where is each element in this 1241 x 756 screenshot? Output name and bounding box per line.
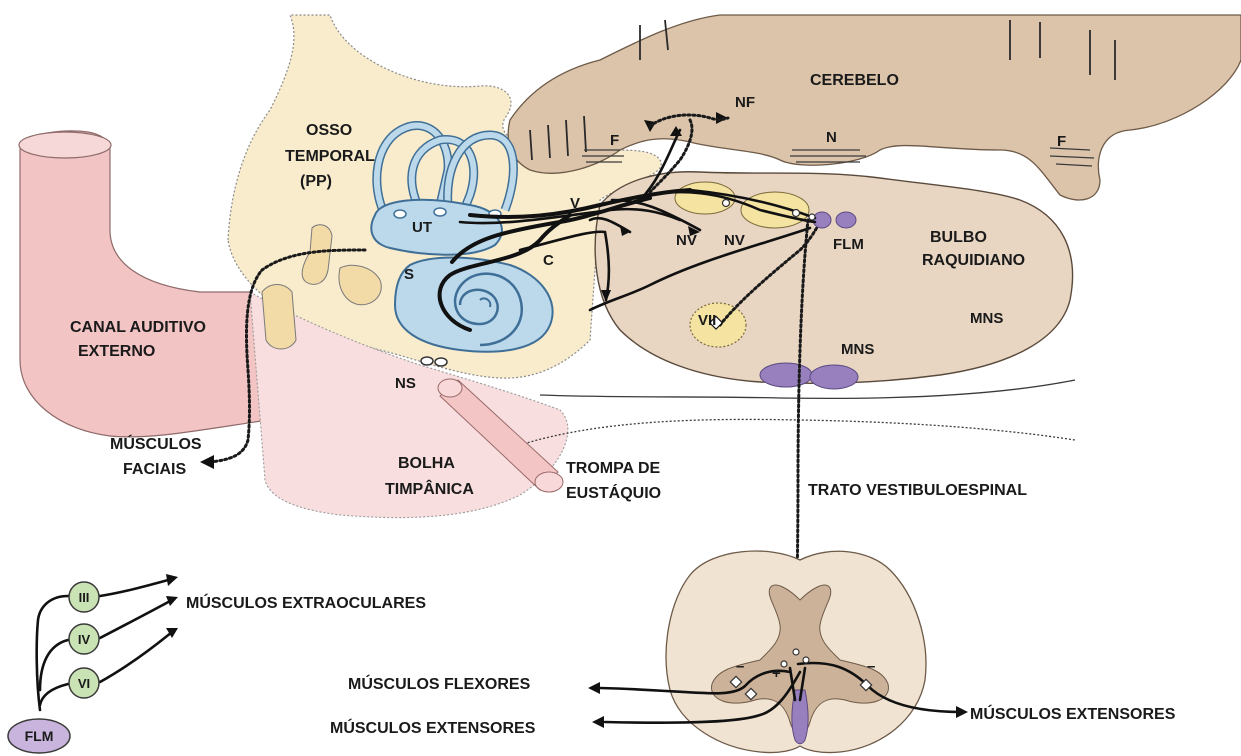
label-bulbo-2: RAQUIDIANO: [922, 252, 1025, 269]
label-osso-temporal-1: OSSO: [306, 122, 352, 139]
label-canal-1: CANAL AUDITIVO: [70, 319, 206, 336]
label-cerebelo: CEREBELO: [810, 72, 899, 89]
nucleus-vi-label: VI: [78, 676, 90, 691]
label-extraoculares: MÚSCULOS EXTRAOCULARES: [186, 593, 426, 612]
nucleus-iv-label: IV: [78, 632, 91, 647]
sign-minus-right: –: [867, 658, 875, 675]
label-f-left: F: [610, 132, 619, 149]
label-trato: TRATO VESTIBULOESPINAL: [808, 482, 1027, 499]
label-ns: NS: [395, 375, 416, 392]
facial-arrowhead: [200, 455, 214, 469]
flm-nucleus-right: [836, 212, 856, 228]
label-musculos-faciais-2: FACIAIS: [123, 461, 186, 478]
flm-nucleus-left: [813, 212, 831, 228]
flm-legend-label: FLM: [25, 728, 54, 744]
nucleus-iii-label: III: [79, 590, 90, 605]
label-s: S: [404, 266, 414, 283]
label-osso-temporal-2: TEMPORAL: [285, 148, 375, 165]
sign-minus-left: –: [736, 658, 744, 675]
label-f-right: F: [1057, 133, 1066, 150]
label-ut: UT: [412, 219, 432, 236]
label-c: C: [543, 252, 554, 269]
label-bolha-1: BOLHA: [398, 455, 455, 472]
label-bulbo-1: BULBO: [930, 229, 987, 246]
label-flexores: MÚSCULOS FLEXORES: [348, 674, 531, 693]
external-auditory-canal: [20, 131, 268, 437]
label-nv-2: NV: [724, 232, 745, 249]
label-osso-temporal-3: (PP): [300, 173, 332, 190]
label-canal-2: EXTERNO: [78, 343, 155, 360]
label-nf: NF: [735, 94, 755, 111]
label-musculos-faciais-1: MÚSCULOS: [110, 434, 202, 453]
label-extensores-right: MÚSCULOS EXTENSORES: [970, 704, 1176, 723]
label-vii: VII: [698, 312, 716, 329]
label-trompa-1: TROMPA DE: [566, 460, 661, 477]
pyramid-right: [810, 365, 858, 389]
label-flm: FLM: [833, 236, 864, 253]
stapes: [262, 285, 296, 350]
label-nv-1: NV: [676, 232, 697, 249]
canal-opening: [19, 132, 111, 158]
label-mns-2: MNS: [841, 341, 874, 358]
label-mns-1: MNS: [970, 310, 1003, 327]
label-v: V: [570, 195, 580, 212]
vestibular-nucleus-2: [741, 192, 809, 228]
label-extensores-left: MÚSCULOS EXTENSORES: [330, 718, 536, 737]
sign-plus: +: [772, 665, 781, 682]
pyramid-left: [760, 363, 812, 387]
label-bolha-2: TIMPÂNICA: [385, 479, 474, 498]
label-n: N: [826, 129, 837, 146]
flm-extraocular-legend: III IV VI FLM: [8, 574, 178, 753]
label-trompa-2: EUSTÁQUIO: [566, 483, 661, 502]
